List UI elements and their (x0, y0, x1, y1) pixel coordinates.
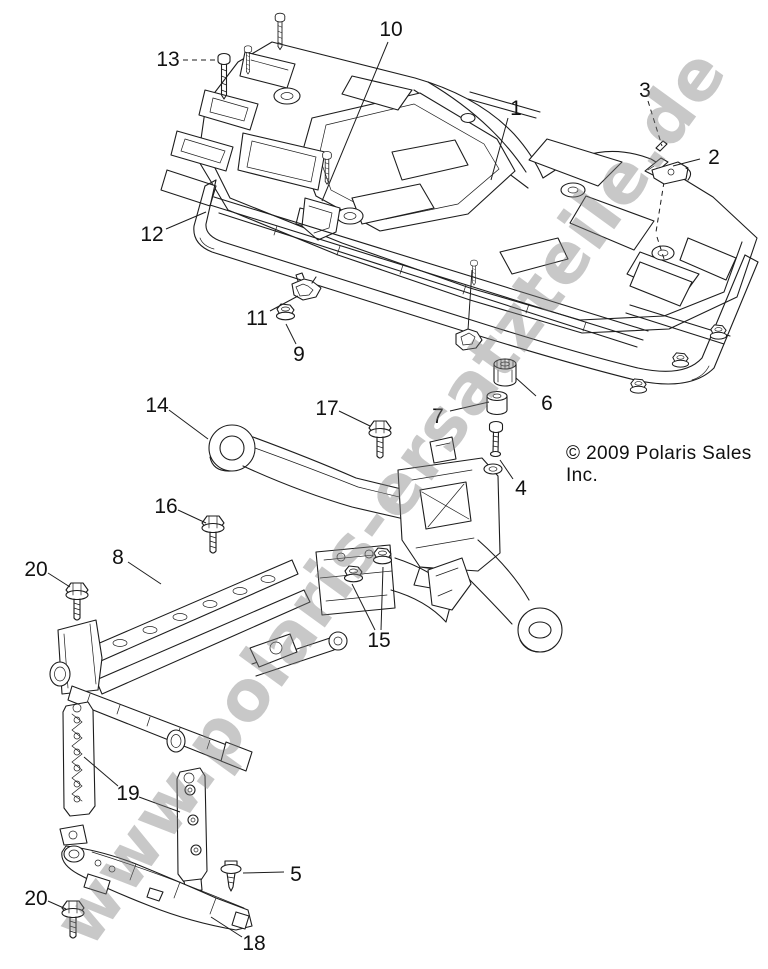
callout-7: 7 (432, 405, 444, 428)
callout-8: 8 (112, 546, 124, 569)
leader-line-12 (165, 211, 207, 230)
leader-line-10 (321, 41, 389, 202)
leader-line-20 (47, 572, 71, 588)
nut-15a (343, 565, 364, 583)
callout-4: 4 (515, 477, 527, 500)
leader-line-15 (351, 583, 376, 631)
callout-1: 1 (510, 97, 522, 120)
assembly-alignment-lines (467, 181, 666, 331)
bolt-17 (368, 420, 392, 459)
bolt-20-upper (65, 582, 89, 621)
support-bar-19-left (62, 701, 96, 817)
callout-5: 5 (290, 863, 302, 886)
callout-2: 2 (708, 146, 720, 169)
callout-19: 19 (116, 782, 139, 805)
callout-16: 16 (154, 495, 177, 518)
screw-5 (220, 860, 242, 892)
leader-line-1 (490, 117, 509, 181)
leader-line-8 (127, 561, 162, 585)
callout-20: 20 (24, 887, 47, 910)
fasteners (61, 12, 728, 939)
leader-line-20 (47, 900, 67, 910)
callout-17: 17 (315, 397, 338, 420)
leader-line-5 (242, 871, 285, 874)
bolt-16 (201, 515, 225, 554)
bolt-4-assembly (483, 420, 504, 475)
callout-3: 3 (639, 79, 651, 102)
bumper-nut-1 (629, 378, 648, 394)
leader-line-15 (380, 566, 384, 631)
leader-line-19 (138, 796, 181, 813)
main-frame-8 (49, 544, 472, 772)
leader-line-19 (83, 756, 119, 787)
leader-line-18 (210, 916, 243, 938)
bolt-20-lower (61, 900, 85, 939)
callout-20: 20 (24, 558, 47, 581)
callout-18: 18 (242, 932, 265, 955)
callout-6: 6 (541, 392, 553, 415)
nut-15b (372, 547, 393, 565)
leader-line-14 (168, 409, 209, 440)
lower-bracket-18 (59, 824, 253, 931)
bumper-tube (193, 179, 759, 385)
callout-13: 13 (156, 48, 179, 71)
latch-2 (644, 157, 692, 185)
clip-11 (291, 272, 322, 301)
bumper-nut-2 (671, 352, 690, 368)
callout-9: 9 (293, 343, 305, 366)
leader-line-2 (672, 158, 701, 167)
leader-line-9 (285, 323, 297, 345)
front-rack (160, 41, 758, 334)
clip-under-rack (455, 328, 483, 351)
callout-15: 15 (367, 629, 390, 652)
bumper-nut-3 (709, 324, 728, 340)
leader-line-11 (269, 295, 299, 312)
bushing-6 (493, 358, 517, 387)
leader-line-16 (177, 509, 207, 524)
leader-line-6 (515, 377, 537, 397)
callout-14: 14 (145, 394, 169, 417)
leader-line-7 (449, 401, 490, 412)
bushing-7 (486, 390, 508, 416)
callout-12: 12 (140, 223, 163, 246)
callout-10: 10 (379, 18, 402, 41)
leader-line-4 (499, 459, 514, 480)
copyright-text: © 2009 Polaris Sales Inc. (566, 443, 752, 486)
leader-line-3 (647, 100, 663, 147)
callout-11: 11 (246, 307, 268, 330)
leader-line-17 (338, 410, 371, 427)
support-bar-19-right (176, 767, 208, 893)
